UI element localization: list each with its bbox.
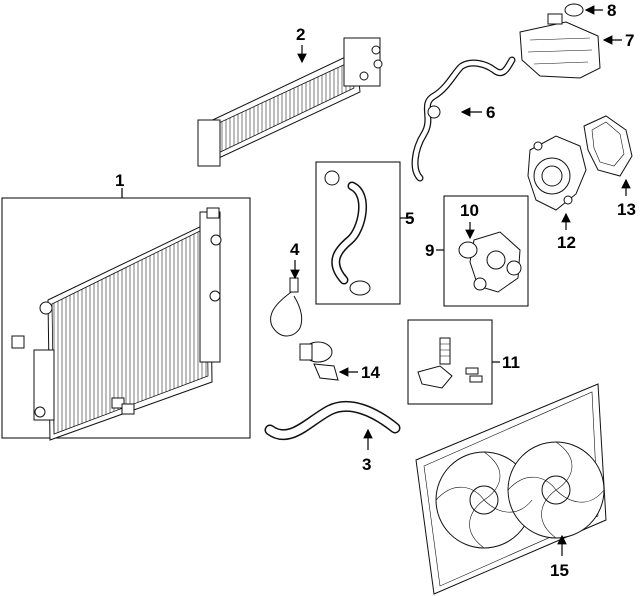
thermostat-seal-part (458, 241, 478, 259)
reservoir-cap-part (564, 3, 584, 17)
callout-5: 5 (405, 209, 414, 228)
hose-assembly-group: 5 (315, 161, 414, 305)
coolant-reservoir-group: 7 (519, 13, 634, 79)
water-pump-part (527, 135, 587, 211)
hose-assembly-box (315, 161, 401, 305)
radiator-box (1, 197, 251, 439)
callout-7: 7 (625, 31, 634, 50)
auxiliary-pump-group: 14 (299, 341, 380, 382)
callout-13: 13 (617, 200, 636, 219)
fan-assembly-group: 15 (415, 383, 607, 595)
callout-15: 15 (550, 561, 569, 580)
radiator-part (11, 207, 222, 441)
fan-assembly-part (415, 383, 607, 595)
coolant-outlet-group: 4 (270, 240, 303, 337)
lower-hose-group: 3 (264, 400, 401, 474)
charge-air-cooler-group: 2 (197, 25, 383, 167)
coolant-outlet-part (270, 289, 303, 337)
callout-11: 11 (502, 353, 520, 372)
charge-air-cooler-part (197, 37, 383, 167)
callout-2: 2 (296, 25, 305, 44)
heater-hose-group: 6 (411, 56, 516, 182)
reservoir-cap-group: 8 (564, 1, 616, 20)
callout-4: 4 (290, 240, 300, 259)
thermostat-housing-part (469, 231, 522, 293)
water-pump-gasket-part (583, 115, 633, 177)
callout-12: 12 (557, 233, 576, 252)
callout-1: 1 (115, 171, 124, 190)
thermostat-housing-group: 9 10 (425, 195, 529, 307)
sensor-part (417, 337, 483, 389)
thermostat-housing-box (443, 195, 529, 307)
auxiliary-pump-part (299, 341, 339, 381)
hose-assembly-part (324, 170, 371, 296)
callout-6: 6 (486, 103, 495, 122)
water-pump-gasket-group: 13 (583, 115, 636, 219)
callout-9: 9 (425, 241, 434, 260)
radiator-group: 1 (1, 171, 251, 441)
sensor-group: 11 (407, 319, 520, 405)
callout-14: 14 (361, 363, 380, 382)
callout-3: 3 (362, 455, 371, 474)
callout-10: 10 (460, 201, 479, 220)
callout-8: 8 (607, 1, 616, 20)
water-pump-group: 12 (527, 135, 587, 252)
